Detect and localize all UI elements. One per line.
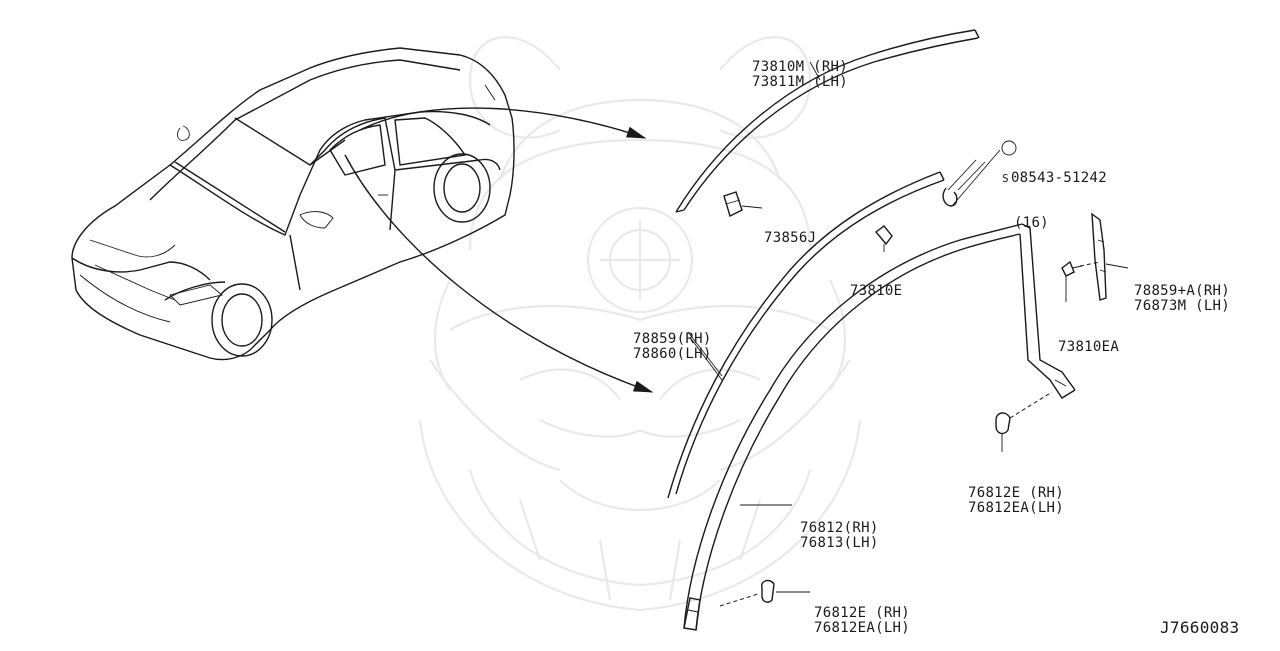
sash-bracket bbox=[1079, 212, 1129, 301]
roof-drip-molding bbox=[675, 29, 980, 213]
label-76812E-lower: 76812E (RH)76812EA(LH) bbox=[814, 605, 911, 636]
diagram-id: J7660083 bbox=[1160, 618, 1240, 637]
arrow-to-upper-molding bbox=[359, 107, 647, 139]
label-73856J: 73856J bbox=[764, 230, 817, 246]
door-sash-molding-outer bbox=[667, 171, 945, 499]
s-symbol-letter: S bbox=[1002, 172, 1009, 185]
label-76812E-right: 76812E (RH)76812EA(LH) bbox=[968, 485, 1065, 516]
bracket-screw bbox=[1061, 260, 1083, 302]
label-73810E: 73810E bbox=[850, 283, 903, 299]
sash-grommet-lower bbox=[719, 579, 810, 607]
label-73810M: 73810M (RH)73811M (LH) bbox=[752, 59, 849, 90]
label-78859A: 78859+A(RH)76873M (LH) bbox=[1134, 283, 1231, 314]
sash-clip bbox=[874, 225, 893, 252]
door-sash-molding-inner bbox=[683, 223, 1076, 631]
arrow-to-door-sash bbox=[344, 154, 654, 393]
sash-grommet-right bbox=[995, 391, 1053, 452]
screw-bolt bbox=[942, 149, 1001, 207]
label-76812: 76812(RH)76813(LH) bbox=[800, 520, 879, 551]
leader-78859 bbox=[687, 331, 723, 377]
s-symbol-circle bbox=[1001, 140, 1017, 156]
watermark-helmet-logo bbox=[418, 36, 862, 612]
molding-clip bbox=[723, 191, 763, 217]
leader-73810M bbox=[809, 61, 821, 81]
label-78859: 78859(RH)78860(LH) bbox=[633, 331, 712, 362]
car-illustration bbox=[71, 47, 515, 361]
label-73810EA: 73810EA bbox=[1058, 339, 1120, 355]
